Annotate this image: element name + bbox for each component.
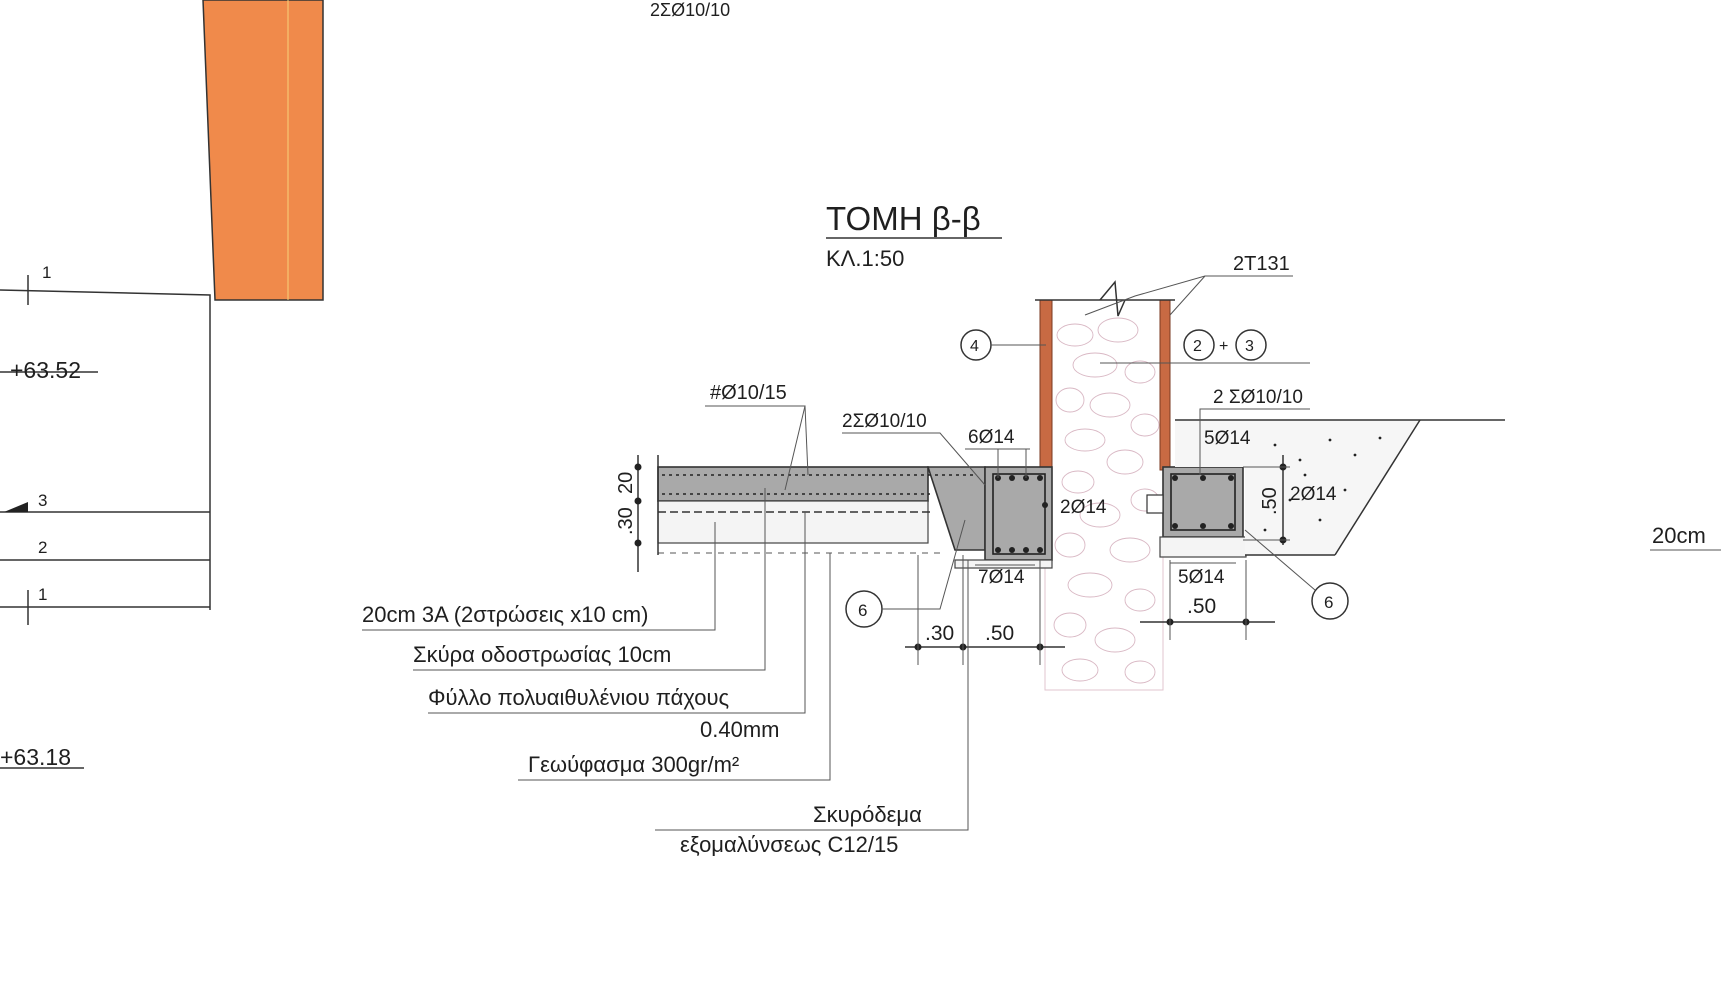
label-stirrups-left: 2ΣØ10/10 <box>842 411 927 432</box>
break-line <box>1099 280 1126 317</box>
layer-2-leader <box>413 488 766 671</box>
beam-left-blinding <box>954 559 1053 569</box>
callout-2: 2 <box>1193 338 1202 355</box>
layer-1-label: 20cm 3A (2στρώσεις x10 cm) <box>362 602 648 627</box>
layer-3-leader <box>428 512 806 714</box>
leader-6-left <box>882 519 966 610</box>
wall-brick-face-right <box>1159 299 1171 471</box>
label-6phi14: 6Ø14 <box>968 427 1015 448</box>
leader-2t131-b <box>1169 275 1206 316</box>
level-upper: +63.52 <box>10 357 81 383</box>
marker-2: 2 <box>38 538 47 557</box>
leader-6-right <box>1244 529 1316 591</box>
layer-4-label: Γεωύφασμα 300gr/m² <box>528 752 739 777</box>
marker-1-bottom: 1 <box>38 585 47 604</box>
callout-6-right: 6 <box>1324 593 1333 612</box>
leader-stirrups-left <box>842 432 986 486</box>
slab <box>657 455 986 555</box>
label-5phi14-top: 5Ø14 <box>1204 428 1251 449</box>
label-mesh: #Ø10/15 <box>710 382 787 404</box>
backfill <box>1175 419 1505 556</box>
section-scale: ΚΛ.1:50 <box>826 246 904 271</box>
slab-concrete <box>657 466 929 502</box>
slab-subbase <box>657 500 929 544</box>
marker-triangle-3 <box>4 502 28 512</box>
callout-3-circle <box>1235 329 1267 361</box>
top-rebar-label: 2ΣØ10/10 <box>650 0 730 20</box>
marker-1-top: 1 <box>42 263 51 282</box>
layer-5-label-2: εξομαλύνσεως C12/15 <box>680 832 898 857</box>
beam-right-blinding <box>1159 536 1247 558</box>
callout-6-right-circle <box>1311 582 1349 620</box>
beam-left-concrete <box>984 466 1053 561</box>
layer-2-label: Σκύρα οδοστρωσίας 10cm <box>413 642 671 667</box>
layer-callouts: 20cm 3A (2στρώσεις x10 cm) Σκύρα οδοστρω… <box>362 488 969 857</box>
beam-right-key <box>1146 494 1164 514</box>
leader-2t131 <box>1084 275 1293 316</box>
layer-3-label-2: 0.40mm <box>700 717 779 742</box>
label-5phi14-bottom: 5Ø14 <box>1178 567 1225 588</box>
leader-stirrups-right <box>1199 408 1310 475</box>
callout-6-left: 6 <box>858 601 867 620</box>
label-2phi14-right: 2Ø14 <box>1290 484 1337 505</box>
label-2phi14-left: 2Ø14 <box>1060 497 1107 518</box>
right-edge-label: 20cm <box>1652 523 1706 548</box>
section-title: ΤΟΜΗ β-β <box>826 200 981 237</box>
dim-right-50-label: .50 <box>1187 595 1216 618</box>
callout-2-circle <box>1183 329 1215 361</box>
dim-right-50: .50 <box>1259 487 1281 515</box>
orange-wall-elevation <box>202 0 324 301</box>
dim-left-30: .30 <box>925 622 954 645</box>
layer-5-label: Σκυρόδεμα <box>813 802 922 827</box>
layer-1-leader <box>362 522 716 631</box>
layer-4-leader <box>518 553 831 781</box>
callout-plus: + <box>1219 338 1228 355</box>
beam-right <box>1146 466 1247 558</box>
left-neighbor-drawing: 2ΣØ10/10 +63.52 +63.18 1 3 2 1 <box>0 0 730 770</box>
layer-3-label: Φύλλο πολυαιθυλένιου πάχους <box>428 685 729 710</box>
callout-4: 4 <box>970 338 979 355</box>
leader-mesh-b <box>804 405 809 476</box>
label-stirrups-right: 2 ΣØ10/10 <box>1213 387 1303 408</box>
beam-right-stirrup <box>1170 473 1236 531</box>
level-lower: +63.18 <box>0 744 71 770</box>
slope-outline <box>0 289 211 610</box>
stone-wall <box>1044 299 1178 691</box>
beam-right-dimension <box>1243 455 1290 545</box>
dim-slab-30: .30 <box>615 507 637 535</box>
beam-left-stirrup <box>992 473 1046 555</box>
slab-dimension: 20 .30 <box>615 455 642 572</box>
callout-3: 3 <box>1245 338 1254 355</box>
slab-haunch <box>926 466 986 551</box>
layer-5-leader <box>655 560 969 831</box>
wall-brick-face-left <box>1039 299 1053 471</box>
label-2t131: 2T131 <box>1233 253 1290 275</box>
dim-slab-20: 20 <box>615 472 637 494</box>
marker-3: 3 <box>38 491 47 510</box>
dim-left-50: .50 <box>985 622 1014 645</box>
label-7phi14: 7Ø14 <box>978 567 1025 588</box>
beam-left <box>954 466 1053 569</box>
